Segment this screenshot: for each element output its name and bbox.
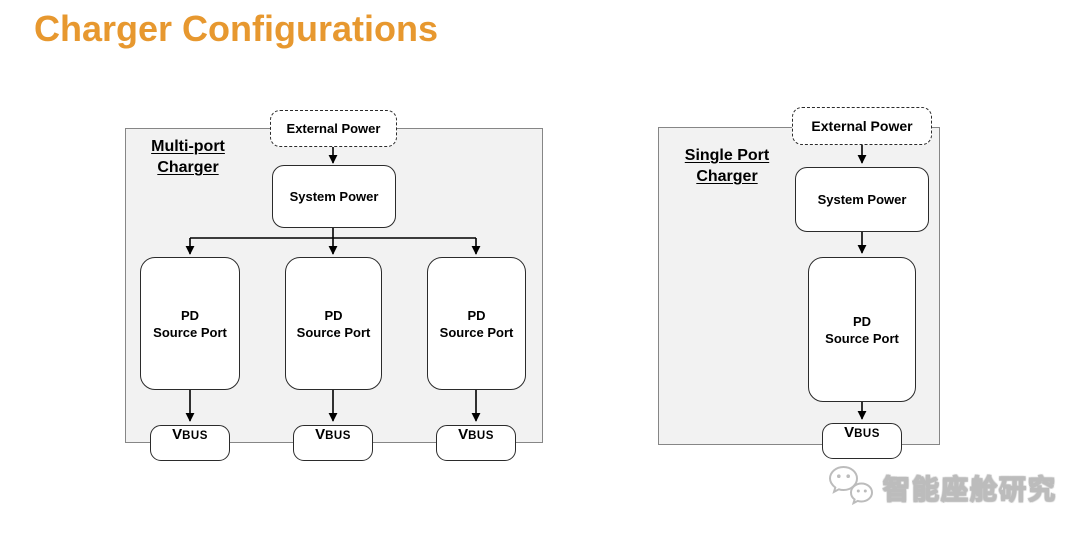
pd-label-line2: Source Port	[153, 324, 227, 340]
single-external-power-node: External Power	[792, 107, 932, 145]
pd-label-line1: PD	[852, 313, 872, 329]
vbus-label-v: V	[315, 426, 326, 443]
single-system-power-node: System Power	[795, 167, 929, 232]
vbus-label-bus: BUS	[468, 430, 494, 442]
multi-external-power-node: External Power	[270, 110, 397, 147]
pd-label-line1: PD	[324, 307, 343, 323]
single-pd-source-port-node: PD Source Port	[808, 257, 916, 402]
vbus-label-bus: BUS	[182, 430, 208, 442]
multi-pd-source-port-node-1: PD Source Port	[140, 257, 240, 390]
watermark-brand-text: 智能座舱研究	[882, 474, 1057, 505]
pd-label-line1: PD	[180, 307, 200, 323]
pd-label-line2: Source Port	[439, 324, 514, 340]
multi-pd-source-port-node-3: PD Source Port	[427, 257, 526, 390]
vbus-label-bus: BUS	[325, 430, 351, 442]
single-port-charger-label-line2: Charger	[696, 168, 758, 185]
multi-pd-source-port-node-2: PD Source Port	[285, 257, 382, 390]
pd-label-line2: Source Port	[296, 324, 371, 340]
watermark: 智能座舱研究	[826, 464, 1057, 510]
multi-port-charger-label: Multi-port Charger	[126, 136, 250, 178]
pd-label-line2: Source Port	[825, 330, 899, 346]
pd-label-line1: PD	[467, 307, 486, 323]
vbus-label-v: V	[844, 424, 855, 441]
wechat-chat-bubbles-icon	[828, 465, 874, 506]
single-port-charger-label: Single Port Charger	[662, 145, 792, 187]
vbus-label-bus: BUS	[854, 428, 880, 440]
vbus-label-v: V	[458, 426, 469, 443]
multi-external-power-label: External Power	[286, 121, 381, 136]
page-title: Charger Configurations	[34, 8, 439, 49]
single-external-power-label: External Power	[811, 117, 913, 134]
multi-port-charger-label-line2: Charger	[157, 159, 219, 176]
multi-system-power-node: System Power	[272, 165, 396, 228]
single-system-power-label: System Power	[817, 192, 907, 207]
multi-system-power-label: System Power	[289, 189, 379, 204]
vbus-label-v: V	[172, 426, 183, 443]
multi-port-charger-label-line1: Multi-port	[151, 138, 225, 155]
single-port-charger-label-line1: Single Port	[684, 147, 770, 164]
